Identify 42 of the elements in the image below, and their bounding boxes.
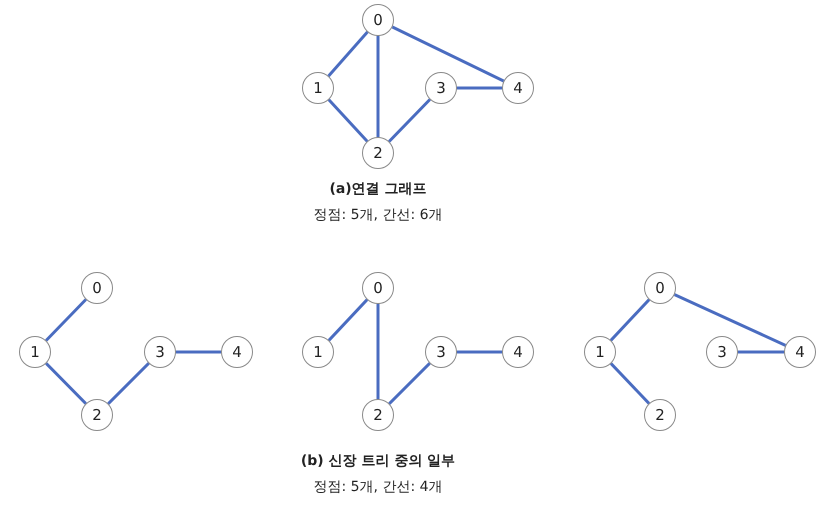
vertex-circle: 0 <box>644 272 676 304</box>
vertex-circle: 2 <box>362 399 394 431</box>
edge-line <box>376 36 380 137</box>
vertex-circle: 0 <box>362 4 394 36</box>
edge-line <box>328 98 368 142</box>
vertex-circle: 2 <box>81 399 113 431</box>
edge-line <box>45 298 87 342</box>
vertex-circle: 0 <box>81 272 113 304</box>
caption-note: 정점: 5개, 간선: 4개 <box>313 478 443 496</box>
edge-line <box>388 362 431 405</box>
vertex-circle: 1 <box>584 336 616 368</box>
edge-line <box>457 350 502 354</box>
vertex-circle: 4 <box>221 336 253 368</box>
edge-line <box>388 98 431 143</box>
vertex-circle: 3 <box>144 336 176 368</box>
edge-line <box>392 26 504 82</box>
edge-line <box>107 362 150 405</box>
vertex-circle: 2 <box>644 399 676 431</box>
figure-caption: (a)연결 그래프 <box>329 180 427 198</box>
vertex-circle: 4 <box>502 336 534 368</box>
vertex-circle: 3 <box>706 336 738 368</box>
edge-line <box>328 298 368 342</box>
edge-line <box>610 362 650 404</box>
figure-caption: (b) 신장 트리 중의 일부 <box>300 452 456 470</box>
vertex-circle: 1 <box>19 336 51 368</box>
edge-line <box>610 298 650 342</box>
edge-line <box>176 350 221 354</box>
vertex-circle: 1 <box>302 336 334 368</box>
edge-line <box>674 293 786 347</box>
vertex-circle: 3 <box>425 336 457 368</box>
edge-line <box>45 362 87 405</box>
edge-line <box>738 350 784 354</box>
vertex-circle: 3 <box>425 72 457 104</box>
caption-note: 정점: 5개, 간선: 6개 <box>313 206 443 224</box>
vertex-circle: 4 <box>784 336 816 368</box>
vertex-circle: 0 <box>362 272 394 304</box>
edge-line <box>457 86 502 90</box>
vertex-circle: 2 <box>362 137 394 169</box>
vertex-circle: 4 <box>502 72 534 104</box>
vertex-circle: 1 <box>302 72 334 104</box>
edge-line <box>376 304 380 399</box>
edge-line <box>327 31 369 77</box>
